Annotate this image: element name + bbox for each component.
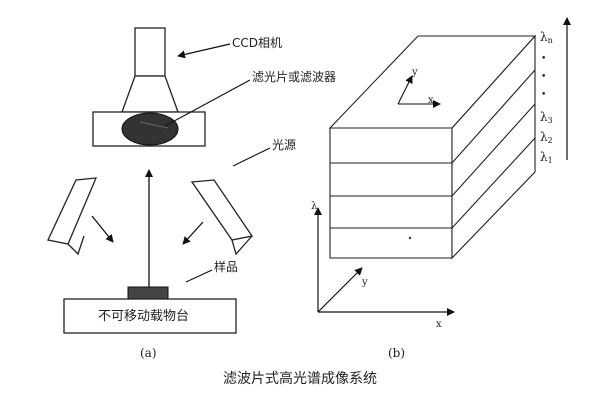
camera-pointer	[177, 43, 231, 59]
band-n-label: λn	[540, 30, 553, 45]
lambda-axis-label: λ	[311, 201, 318, 212]
sample-shape	[127, 286, 169, 300]
filter-shape	[92, 111, 206, 147]
camera-shape	[121, 27, 179, 113]
band-dot-1: •	[541, 54, 547, 64]
light-pointer	[232, 147, 271, 167]
band-2-label: λ2	[540, 130, 553, 145]
camera-label: CCD相机	[232, 36, 282, 50]
band-3-label: λ3	[540, 110, 553, 125]
cube-axes	[314, 207, 455, 316]
panel-b-label: (b)	[388, 346, 406, 360]
panel-a-label: (a)	[140, 346, 157, 360]
speck	[408, 236, 412, 240]
y-axis-label: y	[362, 277, 368, 288]
band-dot-3: •	[541, 90, 547, 100]
sample-pointer	[185, 269, 213, 283]
hypercube	[328, 34, 537, 260]
band-1-label: λ1	[540, 150, 553, 165]
figure-caption: 滤波片式高光谱成像系统	[223, 371, 377, 387]
light-source-right	[190, 179, 254, 256]
x-axis-label: x	[436, 319, 442, 330]
light-arrow-left	[91, 215, 114, 243]
sample-label: 样品	[214, 260, 239, 274]
top-y-label: y	[412, 67, 418, 78]
light-arrow-right	[182, 221, 204, 245]
band-dot-2: •	[541, 72, 547, 82]
top-x-label: x	[428, 95, 434, 106]
filter-pointer	[164, 79, 251, 127]
light-source-left	[47, 177, 98, 256]
stage-shape	[63, 298, 237, 334]
stage-label: 不可移动载物台	[98, 309, 190, 324]
top-face-axes	[397, 75, 441, 108]
filter-label: 滤光片或滤波器	[252, 70, 337, 84]
light-source-label: 光源	[272, 138, 297, 152]
